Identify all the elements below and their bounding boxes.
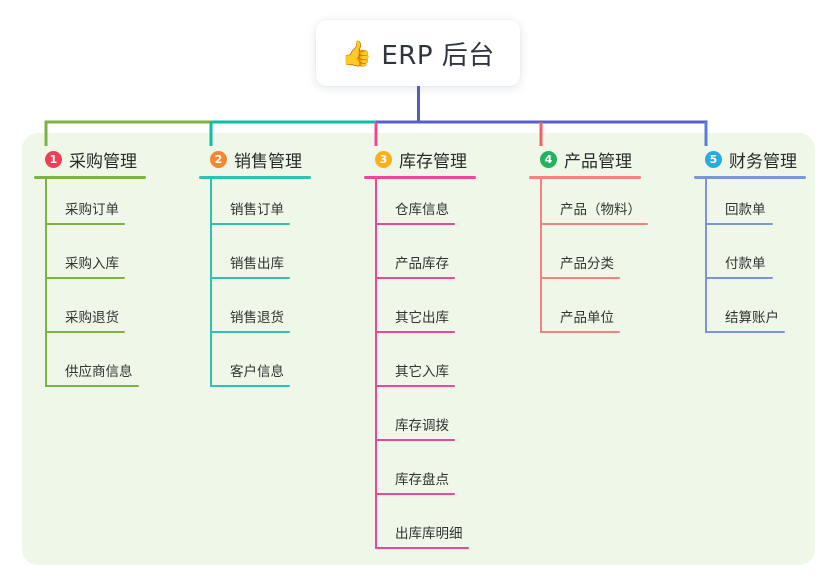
branch-child-label: 采购订单 bbox=[65, 202, 119, 218]
branch-child-label: 其它入库 bbox=[395, 364, 449, 380]
thumbs-up-icon: 👍 bbox=[341, 38, 373, 68]
branch-child-label: 结算账户 bbox=[725, 310, 779, 326]
branch-child-label: 产品单位 bbox=[560, 310, 614, 326]
branch-2[interactable]: 2 销售管理销售订单销售出库销售退货客户信息 bbox=[199, 146, 311, 387]
branch-spine bbox=[705, 179, 707, 333]
branch-title-label: 产品管理 bbox=[564, 151, 632, 172]
branch-spine bbox=[210, 179, 212, 387]
branch-title-label: 财务管理 bbox=[729, 151, 797, 172]
branch-5[interactable]: 5 财务管理回款单付款单结算账户 bbox=[694, 146, 806, 333]
branch-child-underline bbox=[45, 331, 125, 333]
branch-header-2[interactable]: 2 销售管理 bbox=[199, 146, 302, 172]
branch-child-label: 供应商信息 bbox=[65, 364, 133, 380]
branch-child-underline bbox=[375, 277, 455, 279]
branch-child-label: 产品库存 bbox=[395, 256, 449, 272]
branch-title-label: 采购管理 bbox=[69, 151, 137, 172]
branch-child-underline bbox=[705, 331, 785, 333]
branch-child-underline bbox=[210, 223, 290, 225]
branch-child-label: 采购入库 bbox=[65, 256, 119, 272]
branch-child-underline bbox=[45, 385, 139, 387]
branch-child-label: 回款单 bbox=[725, 202, 766, 218]
branch-3[interactable]: 3 库存管理仓库信息产品库存其它出库其它入库库存调拨库存盘点出库库明细 bbox=[364, 146, 476, 549]
branch-number-badge: 5 bbox=[705, 150, 722, 168]
branch-underline bbox=[34, 176, 146, 179]
branch-child-underline bbox=[210, 277, 290, 279]
branch-child-label: 其它出库 bbox=[395, 310, 449, 326]
branch-header-5[interactable]: 5 财务管理 bbox=[694, 146, 797, 172]
branch-number-badge: 2 bbox=[210, 150, 227, 168]
branch-underline bbox=[199, 176, 311, 179]
branch-child-underline bbox=[705, 277, 773, 279]
branch-child-label: 付款单 bbox=[725, 256, 766, 272]
branch-child-label: 销售出库 bbox=[230, 256, 284, 272]
branch-child-label: 产品（物料） bbox=[560, 202, 641, 218]
branch-child-underline bbox=[540, 277, 620, 279]
branch-child-underline bbox=[375, 223, 455, 225]
branch-spine bbox=[45, 179, 47, 387]
branch-child-underline bbox=[540, 223, 648, 225]
branch-child-label: 产品分类 bbox=[560, 256, 614, 272]
branch-child-underline bbox=[45, 223, 125, 225]
root-node-label: ERP 后台 bbox=[381, 40, 495, 71]
branch-child-underline bbox=[45, 277, 125, 279]
branch-underline bbox=[529, 176, 641, 179]
branch-header-3[interactable]: 3 库存管理 bbox=[364, 146, 467, 172]
branch-spine bbox=[375, 179, 377, 549]
branch-child-underline bbox=[375, 439, 455, 441]
branch-header-4[interactable]: 4 产品管理 bbox=[529, 146, 632, 172]
root-node[interactable]: 👍 ERP 后台 bbox=[316, 20, 520, 86]
branch-title-label: 库存管理 bbox=[399, 151, 467, 172]
branch-child-underline bbox=[210, 385, 290, 387]
branch-number-badge: 1 bbox=[45, 150, 62, 168]
branch-number-badge: 4 bbox=[540, 150, 557, 168]
branch-child-label: 销售退货 bbox=[230, 310, 284, 326]
branch-child-label: 销售订单 bbox=[230, 202, 284, 218]
branch-4[interactable]: 4 产品管理产品（物料） 产品分类产品单位 bbox=[529, 146, 648, 333]
branch-1[interactable]: 1 采购管理采购订单采购入库采购退货供应商信息 bbox=[34, 146, 146, 387]
branch-child-underline bbox=[540, 331, 620, 333]
branch-child-label: 客户信息 bbox=[230, 364, 284, 380]
branch-child-underline bbox=[375, 385, 455, 387]
branch-child-underline bbox=[375, 547, 469, 549]
branch-underline bbox=[364, 176, 476, 179]
branch-title-label: 销售管理 bbox=[234, 151, 302, 172]
branch-child-label: 出库库明细 bbox=[395, 526, 463, 542]
branch-child-label: 库存调拨 bbox=[395, 418, 449, 434]
branch-spine bbox=[540, 179, 542, 333]
branch-number-badge: 3 bbox=[375, 150, 392, 168]
branch-header-1[interactable]: 1 采购管理 bbox=[34, 146, 137, 172]
branch-underline bbox=[694, 176, 806, 179]
branch-child-label: 采购退货 bbox=[65, 310, 119, 326]
branch-child-label: 仓库信息 bbox=[395, 202, 449, 218]
branch-child-underline bbox=[210, 331, 290, 333]
branch-child-underline bbox=[375, 331, 455, 333]
branch-child-label: 库存盘点 bbox=[395, 472, 449, 488]
branch-child-underline bbox=[375, 493, 455, 495]
branch-child-underline bbox=[705, 223, 773, 225]
